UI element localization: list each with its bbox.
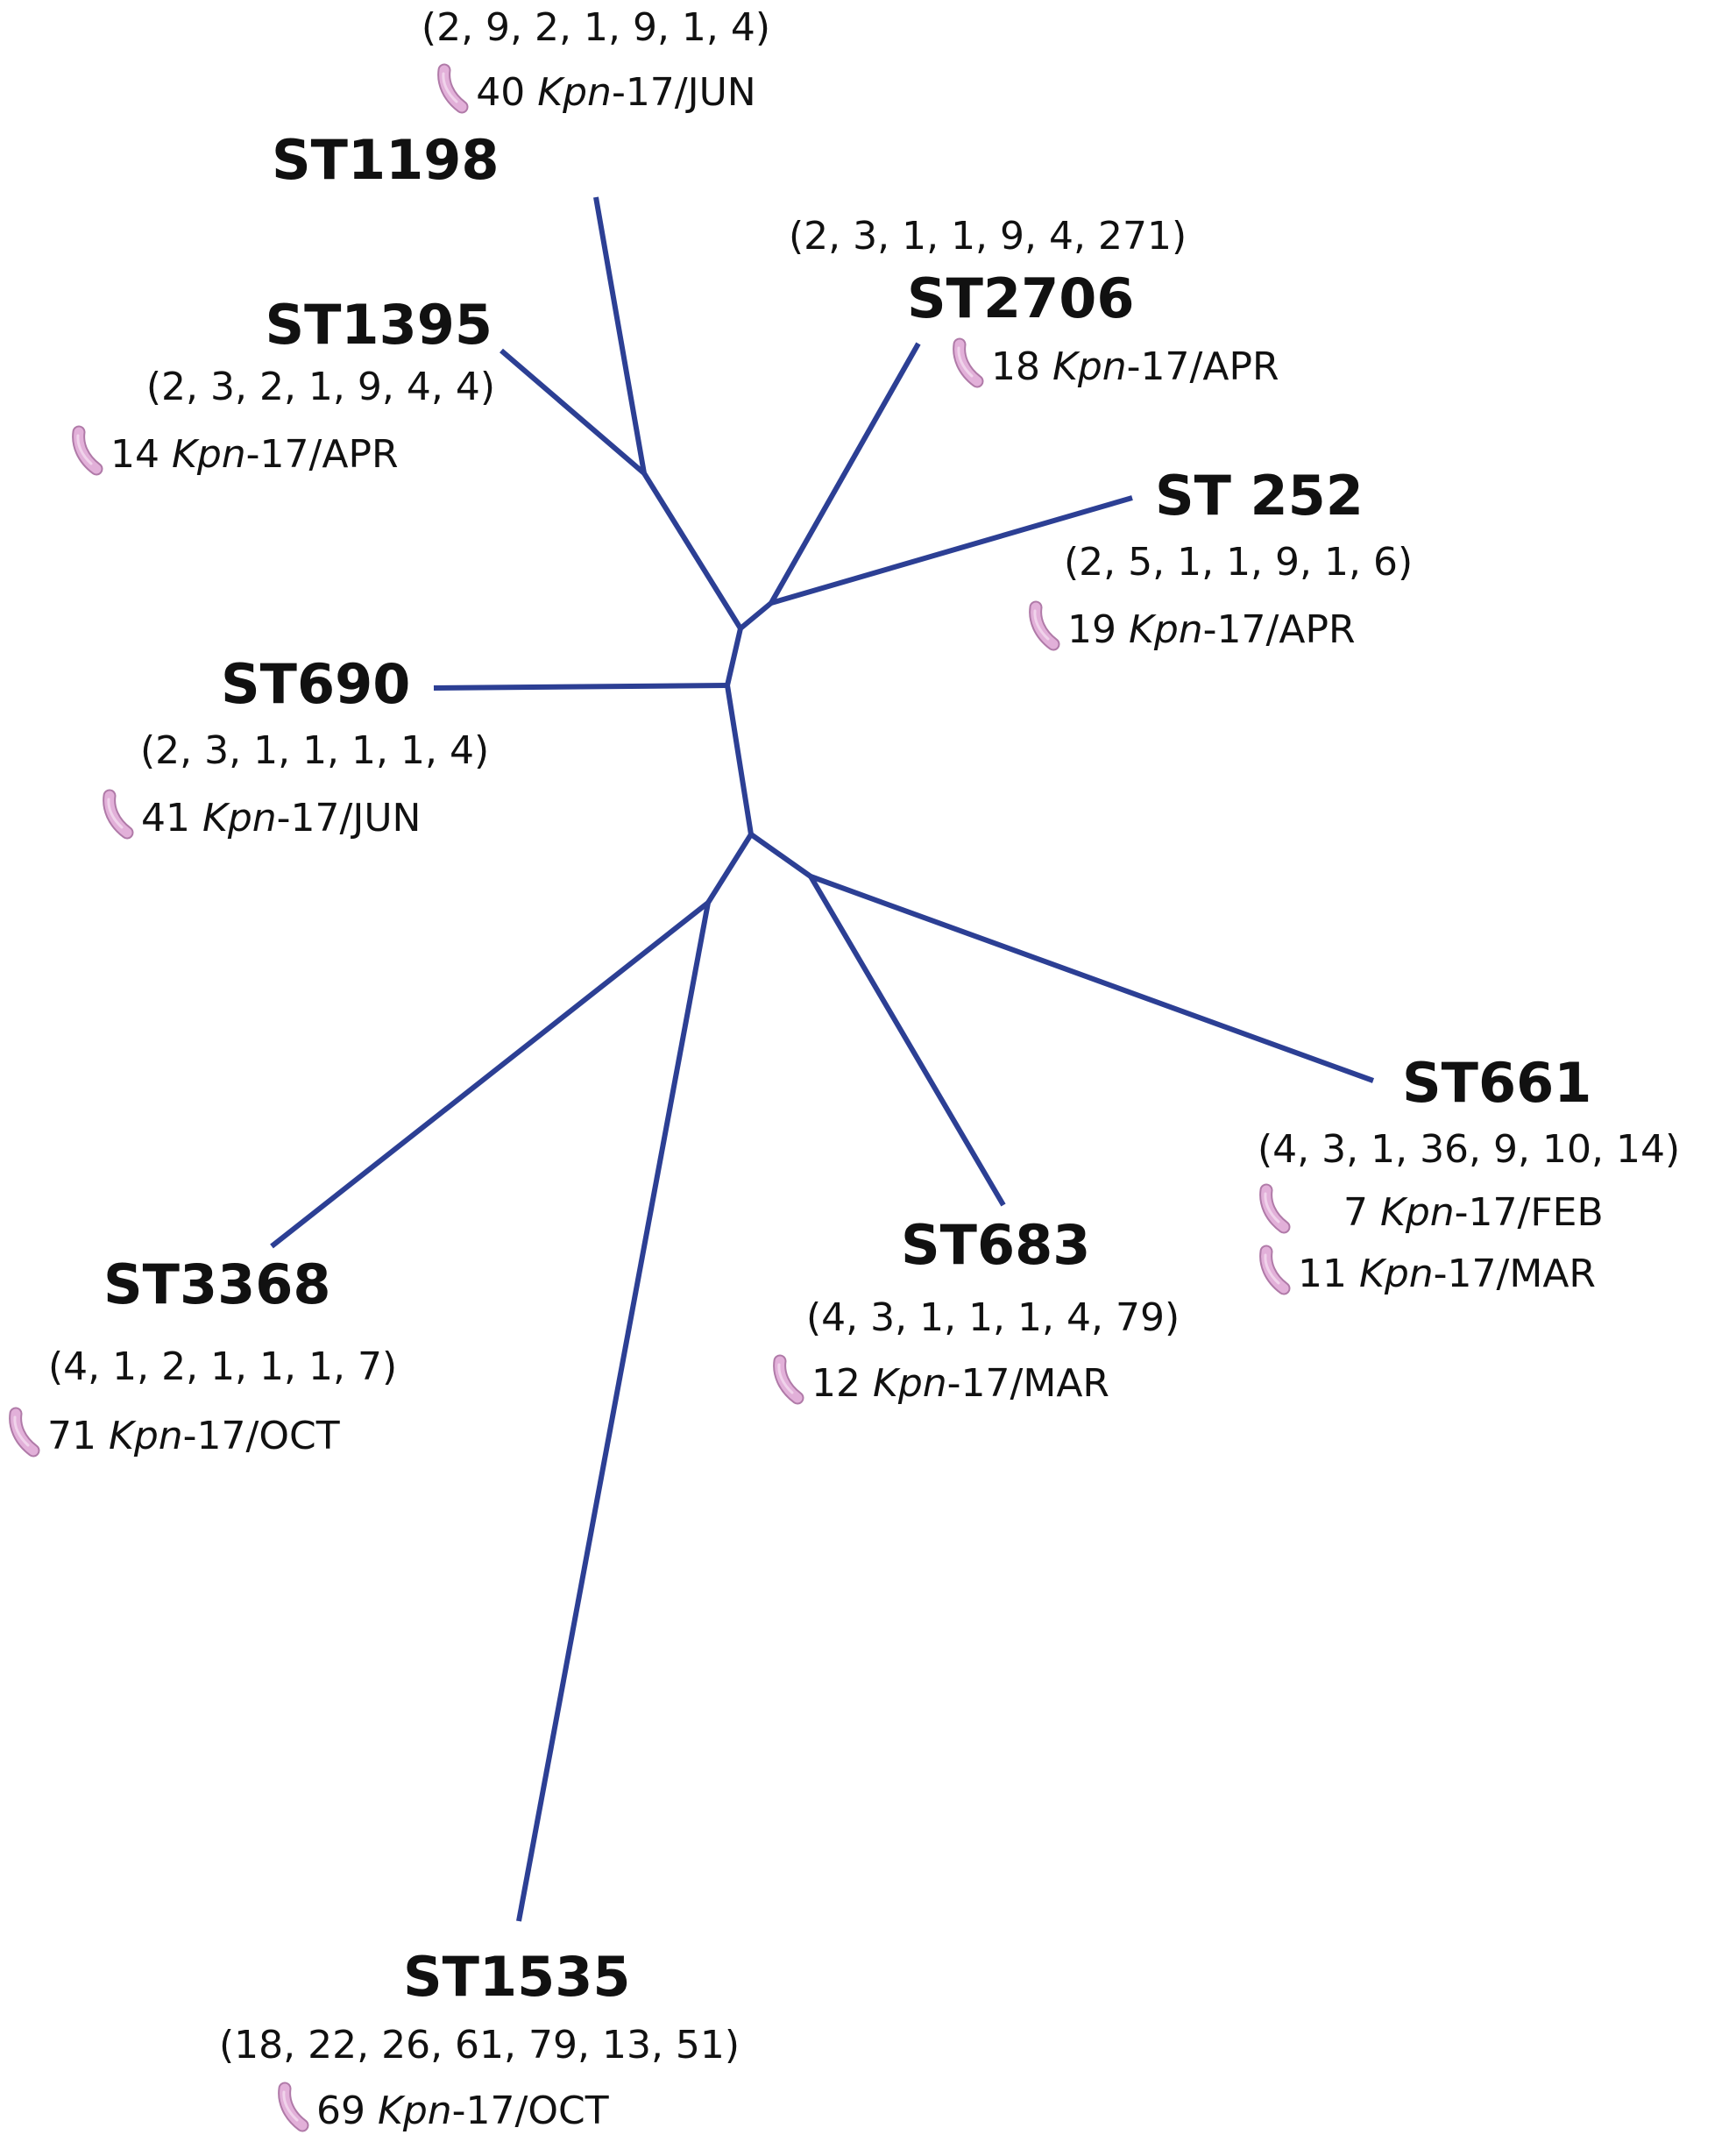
isolate-number: 19 <box>1067 607 1116 652</box>
rod-bacterium-icon <box>436 63 471 114</box>
st661-isolate-1: 7 Kpn-17/FEB <box>1258 1183 1736 1234</box>
isolate-number: 41 <box>141 796 190 840</box>
branch-internal-c <box>725 628 743 686</box>
isolate-suffix: -17/OCT <box>451 2089 609 2133</box>
isolate-suffix: -17/MAR <box>1433 1252 1596 1296</box>
genus-abbrev: Kpn <box>1359 1252 1434 1296</box>
isolate-suffix: -17/APR <box>1126 344 1279 389</box>
isolate-suffix: -17/JUN <box>276 796 422 840</box>
st2706-isolate: 18 Kpn-17/APR <box>951 337 1564 388</box>
rod-bacterium-icon <box>276 2082 311 2132</box>
st252-alleles: (2, 5, 1, 1, 9, 1, 6) <box>1064 540 1414 585</box>
genus-abbrev: Kpn <box>873 1361 947 1406</box>
st661-alleles: (4, 3, 1, 36, 9, 10, 14) <box>1258 1127 1681 1172</box>
isolate-suffix: -17/OCT <box>182 1414 340 1458</box>
branch-st1198 <box>593 196 647 474</box>
rod-bacterium-icon <box>951 337 986 388</box>
st683-isolate: 12 Kpn-17/MAR <box>771 1354 1385 1405</box>
rod-bacterium-icon <box>1258 1183 1293 1234</box>
isolate-number: 7 <box>1343 1190 1368 1235</box>
st683-label: ST683 <box>901 1213 1091 1277</box>
isolate-number: 71 <box>47 1414 96 1458</box>
st690-label: ST690 <box>221 652 411 716</box>
st252-isolate: 19 Kpn-17/APR <box>1027 600 1640 651</box>
st2706-label: ST2706 <box>907 266 1135 330</box>
isolate-number: 18 <box>991 344 1040 389</box>
rod-bacterium-icon <box>101 789 136 840</box>
isolate-suffix: -17/JUN <box>611 70 756 115</box>
st690-isolate: 41 Kpn-17/JUN <box>101 789 714 840</box>
isolate-suffix: -17/MAR <box>946 1361 1109 1406</box>
st661-isolate-2: 11 Kpn-17/MAR <box>1258 1245 1736 1295</box>
branch-internal-e <box>749 832 812 879</box>
rod-bacterium-icon <box>1027 600 1062 651</box>
rod-bacterium-icon <box>70 425 105 476</box>
genus-abbrev: Kpn <box>1380 1190 1455 1235</box>
st2706-alleles: (2, 3, 1, 1, 9, 4, 271) <box>789 214 1187 259</box>
genus-abbrev: Kpn <box>378 2089 452 2133</box>
isolate-number: 12 <box>811 1361 861 1406</box>
branch-st1395 <box>500 348 646 476</box>
st1535-label: ST1535 <box>403 1945 631 2009</box>
st661-label: ST661 <box>1402 1051 1592 1115</box>
rod-bacterium-icon <box>1258 1245 1293 1295</box>
branch-st683 <box>808 875 1006 1207</box>
branch-internal-b <box>739 600 773 631</box>
st3368-label: ST3368 <box>103 1252 331 1316</box>
isolate-suffix: -17/APR <box>245 432 399 477</box>
st3368-isolate: 71 Kpn-17/OCT <box>7 1407 620 1458</box>
st690-alleles: (2, 3, 1, 1, 1, 1, 4) <box>140 728 490 773</box>
st1198-label: ST1198 <box>272 128 500 192</box>
genus-abbrev: Kpn <box>1052 344 1127 389</box>
branch-st690 <box>433 683 728 691</box>
st252-label: ST 252 <box>1155 464 1364 528</box>
isolate-number: 11 <box>1298 1252 1347 1296</box>
st683-alleles: (4, 3, 1, 1, 1, 4, 79) <box>806 1295 1180 1340</box>
genus-abbrev: Kpn <box>172 432 246 477</box>
genus-abbrev: Kpn <box>109 1414 183 1458</box>
genus-abbrev: Kpn <box>1129 607 1203 652</box>
st1395-isolate: 14 Kpn-17/APR <box>70 425 596 476</box>
st1198-isolate: 40 Kpn-17/JUN <box>289 63 903 114</box>
st3368-alleles: (4, 1, 2, 1, 1, 1, 7) <box>48 1344 398 1389</box>
isolate-number: 69 <box>316 2089 365 2133</box>
genus-abbrev: Kpn <box>202 796 277 840</box>
branch-st1535 <box>516 902 711 1922</box>
genus-abbrev: Kpn <box>537 70 612 115</box>
branch-internal-a <box>641 472 743 630</box>
branch-internal-f <box>705 833 754 904</box>
isolate-number: 14 <box>110 432 159 477</box>
st1535-alleles: (18, 22, 26, 61, 79, 13, 51) <box>219 2023 740 2068</box>
isolate-suffix: -17/APR <box>1202 607 1356 652</box>
rod-bacterium-icon <box>771 1354 806 1405</box>
branch-st252 <box>770 495 1133 606</box>
st1198-alleles: (2, 9, 2, 1, 9, 1, 4) <box>421 5 771 50</box>
branch-st2706 <box>769 342 921 605</box>
rod-bacterium-icon <box>7 1407 42 1458</box>
st1535-isolate: 69 Kpn-17/OCT <box>276 2082 1240 2132</box>
branch-st3368 <box>270 900 710 1249</box>
isolate-suffix: -17/FEB <box>1454 1190 1604 1235</box>
isolate-number: 40 <box>476 70 526 115</box>
st1395-alleles: (2, 3, 2, 1, 9, 4, 4) <box>145 365 495 409</box>
branch-st661 <box>809 874 1375 1083</box>
branch-internal-d <box>725 684 754 835</box>
st1395-label: ST1395 <box>265 293 492 357</box>
